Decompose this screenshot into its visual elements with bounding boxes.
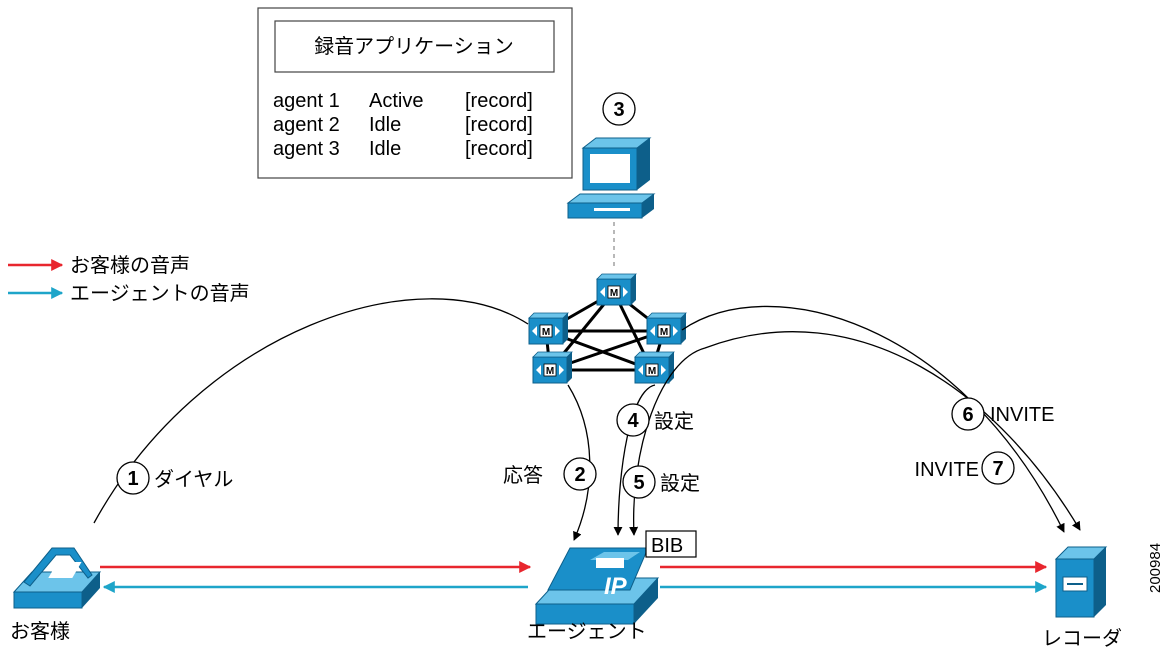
row1-state: Active xyxy=(369,90,423,112)
step-2-number: 2 xyxy=(574,464,585,486)
legend: お客様の音声 エージェントの音声 xyxy=(8,254,250,305)
step-4-number: 4 xyxy=(627,410,639,432)
call-manager-cluster xyxy=(528,273,687,384)
ip-phone-icon: IP xyxy=(534,547,660,625)
setup-4-path xyxy=(613,384,656,536)
step-1: 1 ダイヤル xyxy=(116,461,233,495)
desktop-computer-icon xyxy=(566,137,656,219)
row3-record-link[interactable]: [record] xyxy=(465,138,533,160)
legend-agent-voice: エージェントの音声 xyxy=(70,282,250,305)
step-2: 2 応答 xyxy=(503,457,597,491)
step-6-label: INVITE xyxy=(990,404,1054,426)
call-manager-server-icon xyxy=(596,273,637,306)
row2-record-link[interactable]: [record] xyxy=(465,114,533,136)
step-5-number: 5 xyxy=(633,472,644,494)
telephone-icon xyxy=(12,547,102,609)
step-7-number: 7 xyxy=(992,458,1003,480)
customer-label: お客様 xyxy=(10,620,70,643)
step-6-number: 6 xyxy=(962,404,973,426)
dial-signal-path xyxy=(93,298,529,524)
recorder-server-icon xyxy=(1054,546,1108,618)
legend-customer-voice: お客様の音声 xyxy=(70,254,190,277)
recorder-label: レコーダ xyxy=(1042,627,1122,648)
step-5: 5 設定 xyxy=(622,465,700,499)
step-5-label: 設定 xyxy=(660,472,700,495)
call-manager-server-icon xyxy=(532,351,573,384)
step-2-label: 応答 xyxy=(503,464,543,487)
agent-label: エージェント xyxy=(527,621,647,643)
call-manager-server-icon xyxy=(646,312,687,345)
row3-agent: agent 3 xyxy=(273,138,340,160)
row1-agent: agent 1 xyxy=(273,90,340,112)
step-1-label: ダイヤル xyxy=(154,468,233,491)
step-7-label: INVITE xyxy=(915,459,979,481)
row2-state: Idle xyxy=(369,114,401,136)
bib-label: BIB xyxy=(651,535,683,557)
figure-id: 200984 xyxy=(1147,543,1164,593)
row1-record-link[interactable]: [record] xyxy=(465,90,533,112)
step-4-label: 設定 xyxy=(654,410,694,433)
step-4: 4 設定 xyxy=(616,403,694,437)
step-1-number: 1 xyxy=(127,468,138,490)
invite-6-path xyxy=(681,305,1065,533)
setup-5-invite-7-path xyxy=(629,331,1081,536)
app-title: 録音アプリケーション xyxy=(314,35,514,58)
bib-box xyxy=(645,530,697,558)
ip-label: IP xyxy=(604,573,628,600)
call-manager-server-icon xyxy=(528,312,569,345)
row2-agent: agent 2 xyxy=(273,114,340,136)
step-3-number: 3 xyxy=(613,99,624,121)
step-7: 7 INVITE xyxy=(915,451,1015,485)
step-6: 6 INVITE xyxy=(951,397,1054,431)
step-3: 3 xyxy=(602,92,636,126)
row3-state: Idle xyxy=(369,138,401,160)
recording-application-panel: 録音アプリケーション agent 1 Active [record] agent… xyxy=(257,7,573,179)
